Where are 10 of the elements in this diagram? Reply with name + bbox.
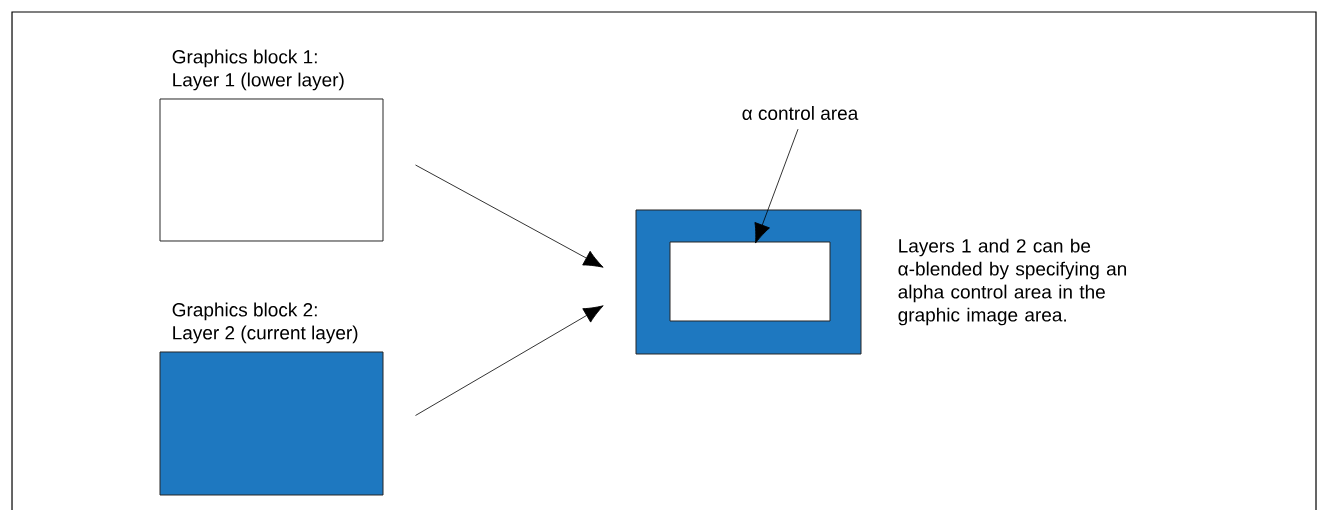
layer-box	[159, 49, 384, 242]
arrow	[415, 305, 604, 416]
control-area-box	[669, 241, 831, 322]
arrow	[415, 164, 604, 268]
leader-line	[754, 128, 799, 244]
block-heading: Graphics block 2: Layer 2 (current layer)	[172, 302, 358, 344]
description-text: Layers 1 and 2 can be α-blended by specifying an alpha control area in the graphic image area.	[898, 238, 1127, 326]
callout-label: α control area	[742, 106, 859, 120]
block-heading: Graphics block 1: Layer 1 (lower layer)	[172, 49, 344, 91]
layer-box	[159, 302, 384, 496]
